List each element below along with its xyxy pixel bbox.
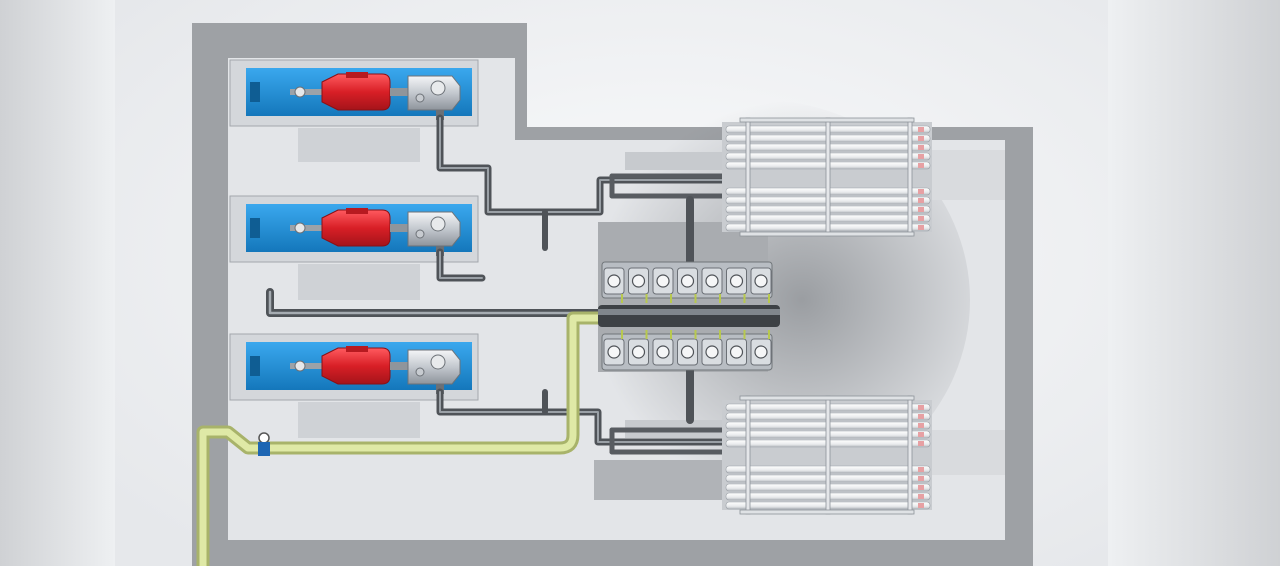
electric-motor <box>321 347 391 385</box>
valve-handwheel <box>680 345 695 359</box>
pump-coupling <box>390 88 408 96</box>
tube-end-cap <box>918 198 924 203</box>
tube-support <box>907 395 913 515</box>
tube-rail <box>739 117 915 123</box>
manifold-valves-bottom <box>603 330 772 366</box>
tube-end-cap <box>918 441 924 446</box>
manifold-valve <box>603 330 625 366</box>
valve-handwheel <box>705 274 719 288</box>
tube-end-cap <box>918 414 924 419</box>
tube-support <box>825 395 831 515</box>
shaft-coupling <box>294 222 306 234</box>
tube-end-cap <box>918 127 924 132</box>
tube-end-cap <box>918 216 924 221</box>
valve-handwheel <box>607 345 621 359</box>
pump-unit-1 <box>229 59 479 127</box>
manifold-valve <box>750 267 772 303</box>
suction-header <box>196 311 607 566</box>
motor-shaft <box>290 225 330 231</box>
electric-motor <box>321 73 391 111</box>
pump-port <box>430 216 446 232</box>
valve-handwheel <box>656 345 670 359</box>
tube-end-cap <box>918 207 924 212</box>
tube-support <box>745 117 751 237</box>
shaft-coupling <box>294 360 306 372</box>
tube-end-cap <box>918 225 924 230</box>
tube-support <box>907 117 913 237</box>
pump-port <box>430 80 446 96</box>
pump-unit-3 <box>229 333 479 401</box>
skid-foot <box>250 82 260 102</box>
shaft-coupling <box>294 86 306 98</box>
manifold-valve <box>628 330 649 366</box>
tube-rail <box>739 395 915 401</box>
pump-coupling <box>390 362 408 370</box>
manifold-valve <box>677 330 698 366</box>
motor-terminal-box <box>346 346 368 352</box>
valve-handwheel <box>607 274 621 288</box>
motor-shaft <box>290 89 330 95</box>
manifold-valves-top <box>603 267 772 303</box>
valve-handwheel <box>631 345 646 359</box>
valve-handwheel <box>680 274 695 288</box>
manifold-valve <box>750 330 772 366</box>
pump-units <box>229 59 479 401</box>
tube-end-cap <box>918 154 924 159</box>
left-vignette <box>0 0 115 566</box>
tube-end-cap <box>918 485 924 490</box>
tube-end-cap <box>918 405 924 410</box>
tube-rail <box>739 509 915 515</box>
manifold-valve <box>652 267 674 303</box>
manifold-valve <box>652 330 674 366</box>
manifold-valve <box>628 267 649 303</box>
valve-handwheel <box>656 274 670 288</box>
manifold-valve <box>701 267 723 303</box>
pump-coupling <box>390 224 408 232</box>
tube-end-cap <box>918 145 924 150</box>
tube-end-cap <box>918 476 924 481</box>
valve-handwheel <box>754 345 768 359</box>
tube-rail <box>739 231 915 237</box>
motor-shaft <box>290 363 330 369</box>
valve-handwheel <box>631 274 646 288</box>
motor-terminal-box <box>346 72 368 78</box>
skid-foot <box>250 356 260 376</box>
manifold-valve <box>726 330 747 366</box>
manifold-valve <box>701 330 723 366</box>
manifold-valve <box>603 267 625 303</box>
tube-end-cap <box>918 432 924 437</box>
tube-end-cap <box>918 494 924 499</box>
tube-end-cap <box>918 423 924 428</box>
tube-bank-1 <box>722 117 932 237</box>
central-manifold <box>598 261 780 371</box>
tube-end-cap <box>918 163 924 168</box>
valve-handwheel <box>729 345 744 359</box>
electric-motor <box>321 209 391 247</box>
pump-port <box>415 367 425 377</box>
tube-end-cap <box>918 189 924 194</box>
pump-port <box>430 354 446 370</box>
manifold-valve <box>726 267 747 303</box>
tube-banks <box>722 117 932 515</box>
tube-end-cap <box>918 136 924 141</box>
skid-foot <box>250 218 260 238</box>
tube-end-cap <box>918 467 924 472</box>
pump-port <box>415 93 425 103</box>
tube-support <box>825 117 831 237</box>
tube-support <box>745 395 751 515</box>
valve-handwheel <box>729 274 744 288</box>
tube-end-cap <box>918 503 924 508</box>
motor-terminal-box <box>346 208 368 214</box>
pump-port <box>415 229 425 239</box>
pump-unit-2 <box>229 195 479 263</box>
tube-bank-2 <box>722 395 932 515</box>
valve-handwheel <box>705 345 719 359</box>
right-vignette <box>1108 0 1280 566</box>
valve-handwheel <box>754 274 768 288</box>
manifold-valve <box>677 267 698 303</box>
